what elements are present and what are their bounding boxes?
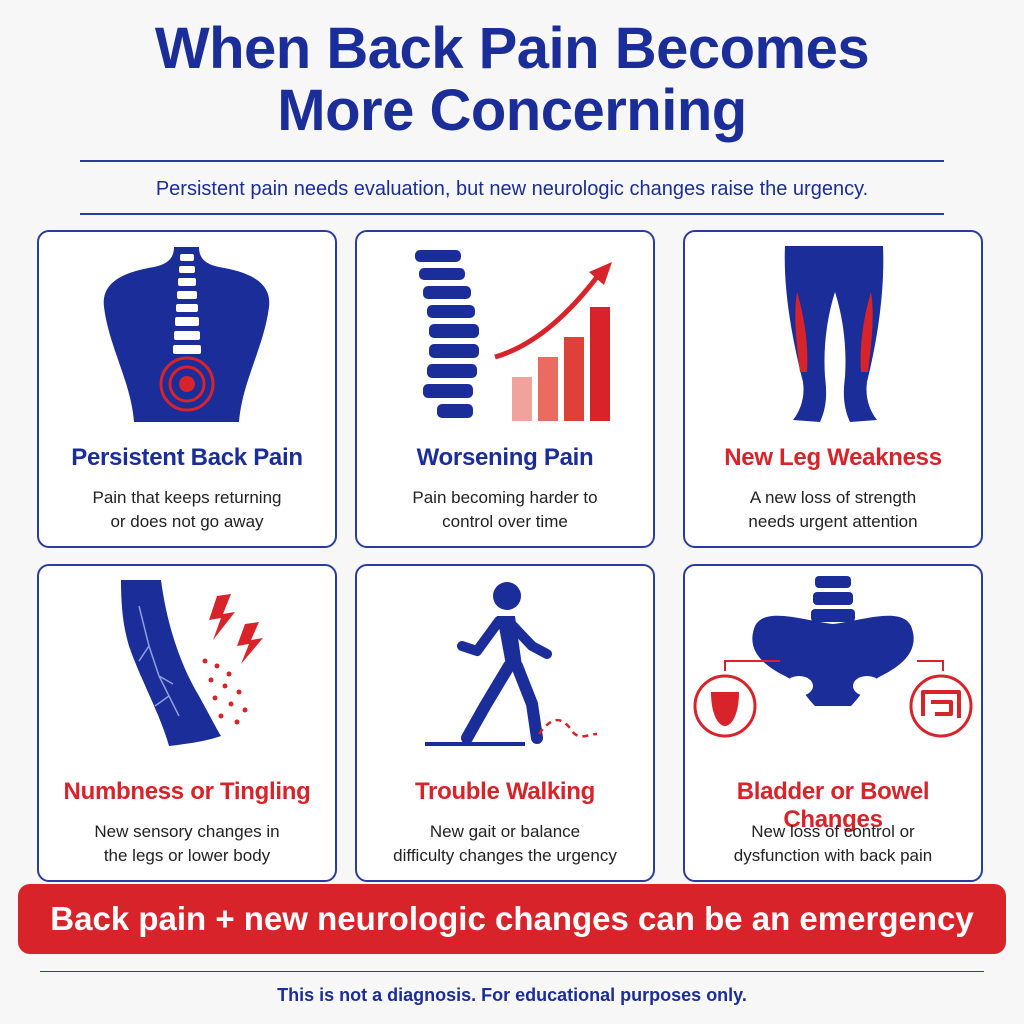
card-trouble-walking: Trouble Walking New gait or balance diff… — [355, 564, 655, 882]
card-bladder-bowel-changes: Bladder or Bowel Changes New loss of con… — [683, 564, 983, 882]
divider-top — [80, 160, 944, 162]
divider-bottom — [80, 213, 944, 215]
card-description-line: A new loss of strength — [749, 488, 917, 507]
numbness-icon — [121, 580, 263, 746]
card-title: Worsening Pain — [416, 444, 594, 471]
card-description: A new loss of strength needs urgent atte… — [715, 486, 951, 534]
worsening-pain-icon — [415, 250, 612, 421]
card-title: Persistent Back Pain — [71, 444, 303, 471]
pelvis-organs-icon — [693, 576, 973, 738]
card-worsening-pain: Worsening Pain Pain becoming harder to c… — [355, 230, 655, 548]
page-title: When Back Pain Becomes More Concerning — [0, 18, 1024, 142]
card-new-leg-weakness: New Leg Weakness A new loss of strength … — [683, 230, 983, 548]
card-title: Numbness or Tingling — [63, 778, 311, 805]
card-description-line: Pain that keeps returning — [92, 488, 282, 507]
divider-footer — [40, 971, 984, 972]
card-description-line: New loss of control or — [751, 822, 915, 841]
card-description-line: the legs or lower body — [103, 846, 271, 865]
card-description-line: dysfunction with back pain — [733, 846, 933, 865]
card-description: Pain becoming harder to control over tim… — [387, 486, 623, 534]
card-description-line: New sensory changes in — [94, 822, 280, 841]
card-description: Pain that keeps returning or does not go… — [69, 486, 305, 534]
card-description: New sensory changes in the legs or lower… — [69, 820, 305, 868]
card-numbness-tingling: Numbness or Tingling New sensory changes… — [37, 564, 337, 882]
card-title: Bladder or Bowel Changes — [736, 778, 930, 833]
card-title: Trouble Walking — [415, 778, 595, 805]
symptom-grid: Persistent Back Pain Pain that keeps ret… — [37, 230, 987, 882]
card-description-line: control over time — [442, 512, 568, 531]
leg-weakness-icon — [784, 246, 884, 422]
card-description: New gait or balance difficulty changes t… — [387, 820, 623, 868]
page-subtitle: Persistent pain needs evaluation, but ne… — [155, 178, 869, 200]
card-description-line: New gait or balance — [429, 822, 581, 841]
card-persistent-back-pain: Persistent Back Pain Pain that keeps ret… — [37, 230, 337, 548]
card-description-line: Pain becoming harder to — [412, 488, 598, 507]
page-title-line2: More Concerning — [277, 78, 747, 143]
back-pain-icon — [103, 247, 270, 422]
card-description-line: difficulty changes the urgency — [393, 846, 617, 865]
card-description-line: needs urgent attention — [748, 512, 918, 531]
walking-icon — [425, 582, 598, 746]
card-title: New Leg Weakness — [724, 444, 942, 471]
card-description-line: or does not go away — [110, 512, 264, 531]
disclaimer-footer: This is not a diagnosis. For educational… — [277, 985, 747, 1005]
page-title-line1: When Back Pain Becomes — [154, 16, 870, 81]
card-description: New loss of control or dysfunction with … — [715, 820, 951, 868]
emergency-banner: Back pain + new neurologic changes can b… — [18, 884, 1006, 954]
